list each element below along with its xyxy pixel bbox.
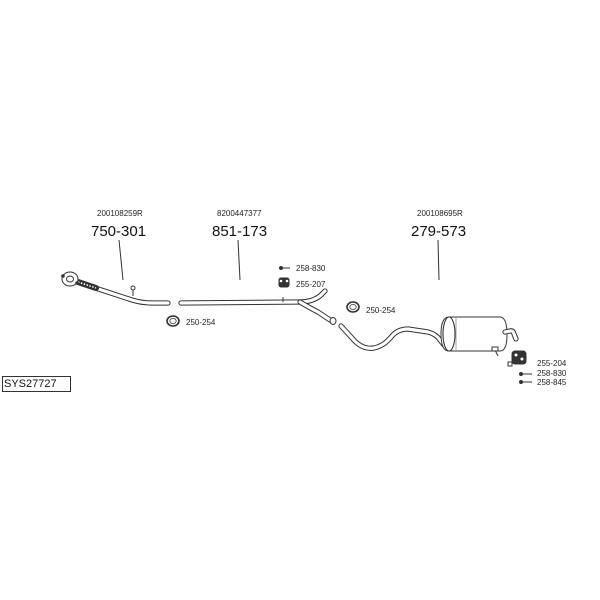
bolt-icon-rear-2 bbox=[519, 380, 532, 384]
bolt-mid-label: 258-830 bbox=[296, 264, 326, 273]
system-code-box: SYS27727 bbox=[2, 376, 71, 392]
leader-line-rear-silencer bbox=[437, 239, 440, 281]
front-pipe bbox=[61, 271, 171, 306]
leader-line-front-pipe bbox=[118, 239, 124, 281]
part-number-front-pipe: 750-301 bbox=[91, 223, 146, 240]
rubber-hanger-icon-rear bbox=[507, 350, 527, 367]
bolt-rear-1-label: 258-830 bbox=[537, 369, 567, 378]
middle-pipe bbox=[178, 288, 337, 325]
rubber-rear-label: 255-204 bbox=[537, 359, 567, 368]
oem-number-middle-pipe: 8200447377 bbox=[217, 209, 262, 218]
clamp-mid-label: 250-254 bbox=[366, 306, 396, 315]
part-number-middle-pipe: 851-173 bbox=[212, 223, 267, 240]
rubber-hanger-icon-mid bbox=[278, 277, 290, 288]
oem-number-rear-silencer: 200108695R bbox=[417, 209, 463, 218]
bolt-rear-2-label: 258-845 bbox=[537, 378, 567, 387]
part-number-rear-silencer: 279-573 bbox=[411, 223, 466, 240]
rubber-mid-label: 255-207 bbox=[296, 280, 326, 289]
leader-line-middle-pipe bbox=[237, 239, 241, 281]
rear-silencer bbox=[338, 316, 519, 357]
oem-number-front-pipe: 200108259R bbox=[97, 209, 143, 218]
clamp-icon-mid bbox=[346, 301, 360, 313]
bolt-icon-rear-1 bbox=[519, 372, 532, 376]
clamp-icon-front bbox=[166, 315, 180, 327]
clamp-front-label: 250-254 bbox=[186, 318, 216, 327]
system-code: SYS27727 bbox=[4, 378, 57, 390]
bolt-icon-mid bbox=[279, 266, 290, 270]
